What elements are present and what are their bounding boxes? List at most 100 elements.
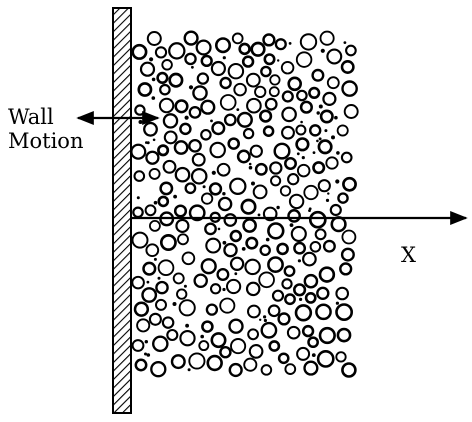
particle-circle xyxy=(341,229,357,245)
particle-circle xyxy=(156,71,169,84)
particle-circle xyxy=(335,351,347,363)
particle-dot xyxy=(327,192,330,195)
particle-circle xyxy=(198,340,210,352)
particle-circle xyxy=(157,144,170,157)
particle-dot xyxy=(300,120,303,124)
particle-dot xyxy=(153,200,158,205)
particle-dot xyxy=(152,138,156,142)
particle-circle xyxy=(308,210,327,229)
particle-circle xyxy=(308,86,321,99)
particle-dot xyxy=(222,56,226,60)
particle-circle xyxy=(175,218,190,233)
particle-dot xyxy=(222,192,226,196)
particle-dot xyxy=(187,368,191,372)
particle-circle xyxy=(229,256,245,271)
particle-circle xyxy=(228,362,243,378)
particle-circle xyxy=(236,111,253,128)
particle-circle xyxy=(330,216,347,233)
wall-motion-label-line2: Motion xyxy=(8,129,83,153)
particle-dot xyxy=(153,257,157,261)
particle-circle xyxy=(258,271,275,289)
particle-circle xyxy=(322,91,337,107)
particle-circle xyxy=(144,204,157,217)
particle-dot xyxy=(146,353,151,357)
particle-circle xyxy=(206,354,223,372)
particle-circle xyxy=(280,60,295,75)
particle-circle xyxy=(336,327,352,343)
particle-circle xyxy=(276,242,289,256)
particle-dot xyxy=(288,42,292,45)
particle-circle xyxy=(190,167,208,185)
particle-dot xyxy=(263,318,267,323)
particle-circle xyxy=(302,251,317,267)
particle-circle xyxy=(219,297,236,314)
particle-circle xyxy=(318,266,336,283)
particle-dot xyxy=(210,119,213,123)
particle-circle xyxy=(179,330,196,347)
particle-circle xyxy=(247,328,260,341)
particle-circle xyxy=(205,237,222,254)
particle-circle xyxy=(173,140,189,155)
particle-circle xyxy=(210,60,226,77)
particle-circle xyxy=(168,72,184,88)
particle-circle xyxy=(281,90,294,103)
wall-motion-label-line1: Wall xyxy=(8,105,54,129)
particle-dot xyxy=(191,65,194,69)
particle-dot xyxy=(222,287,226,292)
particle-circle xyxy=(271,289,285,302)
particle-circle xyxy=(155,298,167,311)
particle-circle xyxy=(277,352,290,365)
particle-dot xyxy=(138,120,143,124)
particle-circle xyxy=(335,286,350,301)
particle-circle xyxy=(287,76,302,92)
particle-circle xyxy=(319,30,335,46)
particle-dot xyxy=(172,302,177,306)
particle-circle xyxy=(229,229,243,243)
particle-dot xyxy=(265,237,270,242)
particle-circle xyxy=(309,241,322,253)
particle-dot xyxy=(144,340,148,344)
particle-circle xyxy=(193,273,208,288)
particle-dot xyxy=(316,111,320,115)
particle-circle xyxy=(176,288,188,300)
particle-circle xyxy=(162,113,179,129)
particle-dot xyxy=(277,59,280,62)
particle-circle xyxy=(225,278,242,295)
particle-circle xyxy=(148,219,161,232)
particle-circle xyxy=(154,46,168,59)
particle-circle xyxy=(188,204,206,222)
particle-circle xyxy=(294,304,313,322)
particle-circle xyxy=(267,256,284,273)
particle-circle xyxy=(141,287,158,303)
particle-dot xyxy=(146,141,150,145)
particle-circle xyxy=(172,272,185,285)
particle-dot xyxy=(318,137,322,141)
particle-circle xyxy=(223,213,238,227)
particle-circle xyxy=(148,167,161,180)
particle-circle xyxy=(293,283,307,297)
particle-circle xyxy=(137,82,153,97)
particle-circle xyxy=(262,33,276,47)
particle-circle xyxy=(183,30,199,46)
particle-circle xyxy=(250,41,266,57)
particle-dot xyxy=(316,139,319,143)
particle-circle xyxy=(192,85,208,101)
particle-circle xyxy=(295,51,313,68)
particle-circle xyxy=(264,97,278,111)
particle-dot xyxy=(151,96,156,100)
particle-dot xyxy=(248,162,252,166)
particle-circle xyxy=(263,53,276,66)
particle-circle xyxy=(267,222,285,240)
particle-dot xyxy=(312,151,316,155)
particle-circle xyxy=(284,293,296,306)
particle-circle xyxy=(158,97,175,114)
particle-dot xyxy=(335,179,340,184)
particle-circle xyxy=(146,30,162,47)
particle-circle xyxy=(311,68,325,82)
particle-circle xyxy=(227,62,245,80)
particle-dot xyxy=(296,152,300,156)
particle-circle xyxy=(131,275,145,290)
particle-circle xyxy=(260,364,273,376)
particle-circle xyxy=(161,316,175,329)
